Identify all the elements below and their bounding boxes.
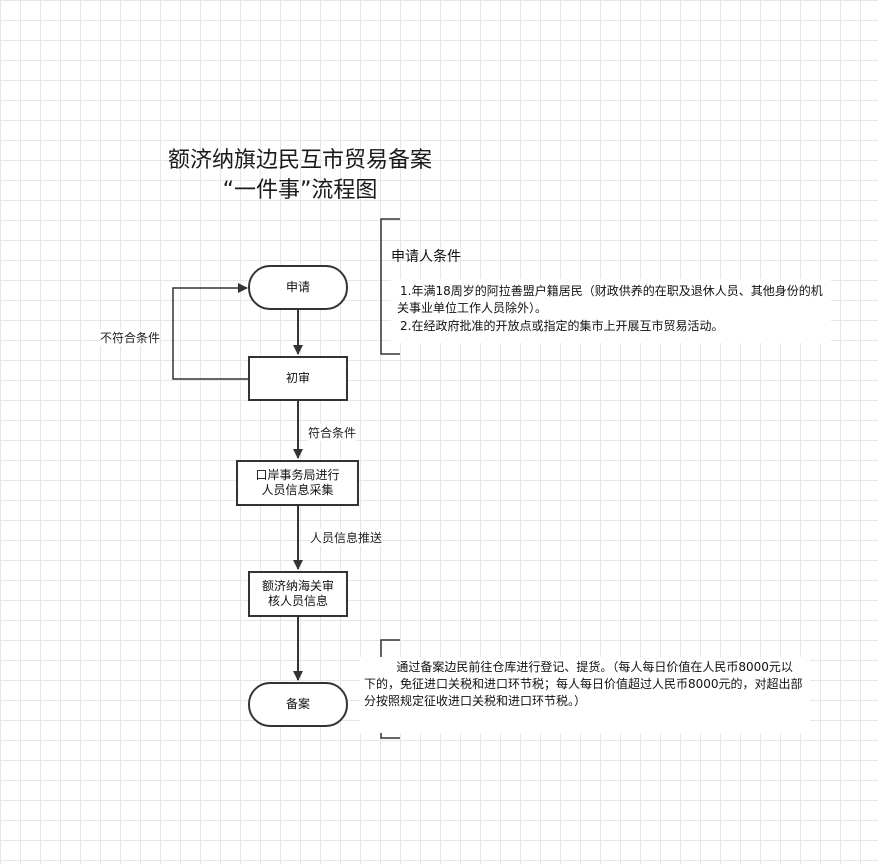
label-meet: 符合条件 — [308, 424, 357, 441]
node-customs-review-label: 额济纳海关审核人员信息 — [261, 579, 334, 608]
node-initial-review-label: 初审 — [285, 371, 310, 385]
label-not-meet: 不符合条件 — [100, 329, 161, 346]
label-info-push: 人员信息推送 — [310, 529, 383, 546]
diagram-title-line2: “一件事”流程图 — [222, 178, 378, 203]
record-note-background — [360, 657, 810, 733]
diagram-title-line1: 额济纳旗边民互市贸易备案 — [167, 148, 432, 173]
node-record: 备案 — [248, 682, 348, 727]
node-initial-review: 初审 — [248, 356, 348, 401]
condition-item-1: 1.年满18周岁的阿拉善盟户籍居民（财政供养的在职及退休人员、其他身份的机关事业… — [397, 284, 823, 315]
record-note: 通过备案边民前往仓库进行登记、提货。（每人每日价值在人民币8000元以下的，免征… — [364, 660, 803, 708]
node-apply: 申请 — [248, 265, 348, 310]
node-record-label: 备案 — [285, 697, 310, 711]
condition-item-2: 2.在经政府批准的开放点或指定的集市上开展互市贸易活动。 — [400, 319, 724, 333]
arrow-reject-loop — [172, 283, 249, 380]
conditions-background — [391, 279, 831, 343]
node-info-collect: 口岸事务局进行人员信息采集 — [236, 460, 359, 506]
conditions-bracket — [380, 218, 400, 355]
node-apply-label: 申请 — [285, 280, 310, 294]
conditions-heading: 申请人条件 — [391, 249, 461, 265]
node-info-collect-label: 口岸事务局进行人员信息采集 — [255, 468, 340, 497]
node-customs-review: 额济纳海关审核人员信息 — [248, 571, 348, 617]
